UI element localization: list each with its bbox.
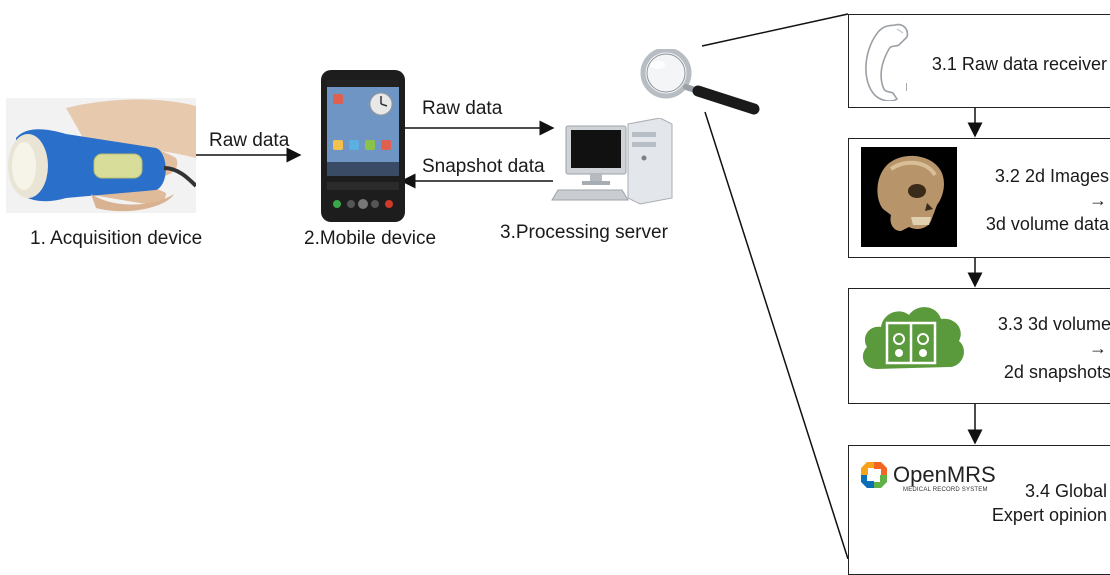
step-expert-opinion: OpenMRS MEDICAL RECORD SYSTEM 3.4 Global… <box>848 445 1110 575</box>
snapshot-data-label: Snapshot data <box>422 156 545 177</box>
step-3-2-line1: 3.2 2d Images <box>994 166 1109 186</box>
step-3-4-line2: Expert opinion <box>991 505 1107 525</box>
zoom-line-bottom <box>704 111 849 559</box>
small-tick <box>906 83 907 91</box>
openmrs-logo-icon <box>861 462 887 488</box>
step-3-2-line3: 3d volume data <box>985 214 1109 234</box>
mobile-device-label: 2.Mobile device <box>304 228 437 249</box>
mobile-device-image <box>319 70 407 222</box>
connector-layer <box>180 13 983 559</box>
skull-volume-image <box>861 147 957 247</box>
step-3-3-line3: 2d snapshots <box>1003 362 1110 382</box>
magnifier-icon <box>636 47 762 115</box>
processing-server-label: 3.Processing server <box>500 222 668 243</box>
acquisition-device-label: 1. Acquisition device <box>30 228 203 249</box>
step-raw-data-receiver: 3.1 Raw data receiver <box>848 14 1110 108</box>
processing-server-image <box>548 117 682 210</box>
step-3-2-arrow: → <box>1089 190 1107 210</box>
zoom-line-top <box>701 13 849 47</box>
openmrs-logo: OpenMRS MEDICAL RECORD SYSTEM <box>859 458 1019 498</box>
step-3-3-arrow: → <box>1089 338 1107 358</box>
step-3-1-text: 3.1 Raw data receiver <box>931 54 1107 74</box>
step-3-3-line1: 3.3 3d volume <box>997 314 1110 334</box>
step-3-4-line1: 3.4 Global <box>1024 481 1107 501</box>
step-3d-to-2d: 3.3 3d volume → 2d snapshots <box>848 288 1110 404</box>
openmrs-logo-subtext: MEDICAL RECORD SYSTEM <box>903 487 988 493</box>
openmrs-logo-text: OpenMRS <box>893 462 996 487</box>
raw-data-label-2: Raw data <box>422 98 503 119</box>
acquisition-device-image <box>6 98 198 213</box>
phone-handset-icon <box>859 21 913 102</box>
step-2d-to-3d: 3.2 2d Images → 3d volume data <box>848 138 1110 258</box>
raw-data-label-1: Raw data <box>209 130 290 151</box>
cloud-snapshot-icon <box>857 299 969 383</box>
